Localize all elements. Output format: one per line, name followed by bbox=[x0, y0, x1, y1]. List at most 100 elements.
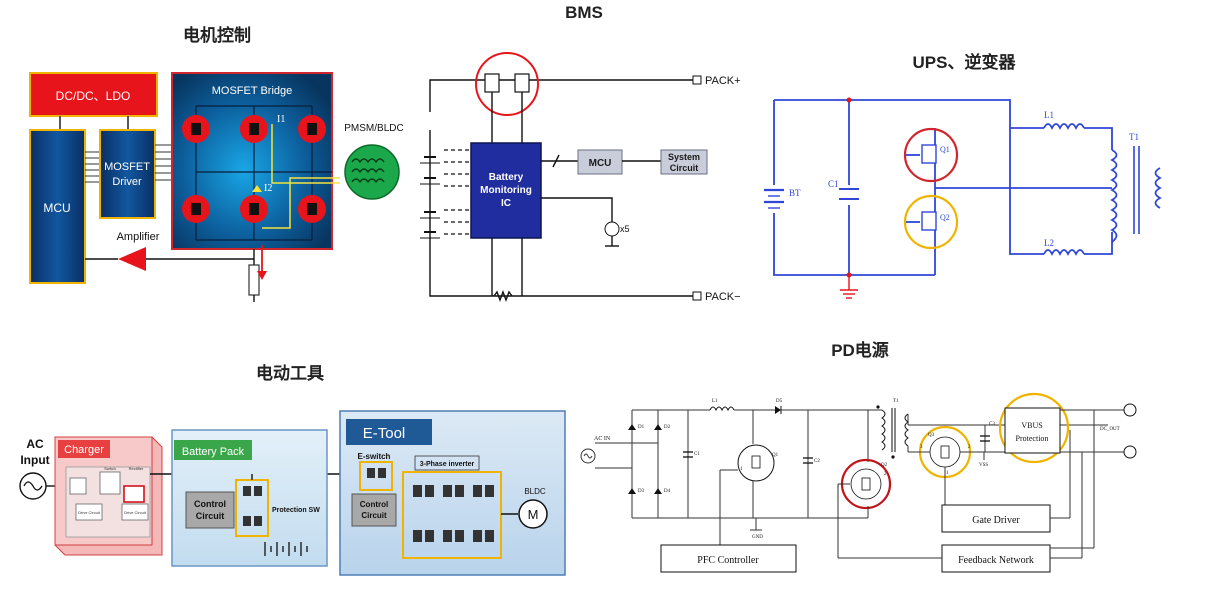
motor-icon bbox=[344, 144, 400, 200]
battery-cells bbox=[420, 149, 471, 239]
mcu-block bbox=[29, 129, 86, 284]
pd-q2-pin2-label: 2 bbox=[884, 472, 887, 477]
ups-c1-label: C1 bbox=[828, 179, 839, 189]
bms-mosfet-highlight bbox=[475, 52, 539, 116]
ac-input-label-2: Input bbox=[20, 453, 49, 467]
pd-q2-label: Q2 bbox=[881, 463, 888, 468]
pack-control-label-1: Control bbox=[194, 499, 226, 509]
dcdc-ldo-block bbox=[29, 72, 158, 117]
ic-label-2: Monitoring bbox=[480, 185, 532, 196]
amplifier-icon bbox=[118, 247, 146, 271]
pd-c1-label: C1 bbox=[694, 452, 700, 457]
bms-bottom-rail bbox=[429, 130, 693, 297]
charger-tab bbox=[58, 440, 110, 458]
inverter-highlight bbox=[402, 471, 502, 559]
pd-d4-label: D4 bbox=[664, 489, 671, 494]
ic-label-3: IC bbox=[501, 198, 511, 209]
protection-sw-label: Protection SW bbox=[272, 507, 320, 514]
pack-control-label-2: Circuit bbox=[196, 511, 225, 521]
bms-mcu-block bbox=[577, 149, 623, 175]
dcdc-ldo-label: DC/DC、LDO bbox=[56, 89, 131, 103]
ups-q1-highlight bbox=[903, 127, 959, 183]
pd-d5-label: D5 bbox=[776, 399, 783, 404]
system-label-1: System bbox=[668, 152, 700, 162]
ups-battery-label: BT bbox=[789, 188, 801, 198]
motor-label: PMSM/BLDC bbox=[344, 123, 403, 134]
bridge-mosfets bbox=[182, 115, 326, 223]
drive-circuit-label-a: Drive Circuit bbox=[78, 510, 101, 515]
system-label-2: Circuit bbox=[670, 163, 699, 173]
battery-monitoring-ic bbox=[470, 142, 542, 239]
eswitch-label: E-switch bbox=[358, 452, 391, 461]
motor-control-panel: 电机控制 DC/DC、LDO MCU MOSFET Driver bbox=[29, 25, 404, 302]
ups-panel: UPS、逆变器 BT C1 Q1 Q2 bbox=[760, 52, 1162, 299]
system-circuit-block bbox=[660, 149, 708, 175]
pd-q3-pin3-label: 3 bbox=[920, 445, 923, 450]
gate-driver-block bbox=[941, 504, 1051, 533]
charger-switch-label: Switch bbox=[104, 466, 116, 471]
vbus-label-1: VBUS bbox=[1021, 421, 1042, 430]
eswitch-highlight bbox=[359, 461, 393, 491]
charger-rectifier-label: Rectifier bbox=[129, 466, 144, 471]
pack-control-circuit bbox=[185, 491, 235, 529]
pd-t1-label: T1 bbox=[893, 399, 899, 404]
pd-c2-label: C2 bbox=[814, 459, 820, 464]
drive-circuit-label-b: Drive Circuit bbox=[124, 510, 147, 515]
current-i2-label: I2 bbox=[264, 183, 272, 194]
ups-l1-label: L1 bbox=[1044, 110, 1054, 120]
charger-switch-highlight bbox=[123, 485, 145, 503]
pd-q3-label: Q3 bbox=[928, 433, 935, 438]
pd-q1-mosfet bbox=[737, 444, 775, 482]
driver-bridge-bus bbox=[155, 144, 172, 181]
ups-l2-label: L2 bbox=[1044, 238, 1054, 248]
bms-title: BMS bbox=[565, 3, 603, 22]
gate-driver-label: Gate Driver bbox=[972, 515, 1020, 526]
ups-l1-inductor bbox=[1043, 123, 1085, 131]
ups-title: UPS、逆变器 bbox=[913, 52, 1017, 72]
feedback-network-label: Feedback Network bbox=[958, 555, 1034, 566]
pd-l1-inductor bbox=[709, 406, 735, 412]
mosfet-driver-label-2: Driver bbox=[112, 176, 142, 188]
bms-top-rail bbox=[429, 79, 693, 112]
mcu-label: MCU bbox=[43, 201, 70, 215]
pd-vss-label: VSS bbox=[979, 463, 988, 468]
ups-l2-inductor bbox=[1043, 249, 1085, 257]
pd-d3-label: D3 bbox=[638, 489, 645, 494]
current-down-arrow-icon bbox=[257, 271, 267, 280]
ups-transformer bbox=[1110, 149, 1118, 243]
pd-l1-label: L1 bbox=[712, 399, 718, 404]
thermistor-icon bbox=[604, 221, 620, 237]
shunt-resistor bbox=[248, 264, 260, 296]
etool-label: E-Tool bbox=[363, 425, 406, 442]
pfc-controller-block bbox=[660, 544, 797, 573]
mosfet-bridge-label: MOSFET Bridge bbox=[212, 85, 293, 97]
pd-ac-in-label: AC IN bbox=[594, 436, 611, 442]
vbus-protection-block bbox=[1004, 407, 1061, 454]
pd-q1-pin1-label: 1 bbox=[740, 467, 743, 472]
mosfet-driver-block bbox=[99, 129, 156, 219]
ups-q1-label: Q1 bbox=[940, 145, 950, 154]
pd-d1-label: D1 bbox=[638, 425, 645, 430]
inverter-mosfets bbox=[413, 485, 494, 542]
mosfet-driver-label-1: MOSFET bbox=[104, 161, 150, 173]
mcu-driver-bus bbox=[85, 151, 100, 183]
etool-tab bbox=[346, 419, 432, 445]
pack-plus-label: PACK+ bbox=[705, 75, 741, 87]
etool-panel: 电动工具 AC Input Charger Switch Rectifier D… bbox=[19, 363, 566, 576]
pack-cells bbox=[264, 542, 308, 556]
pd-title: PD电源 bbox=[831, 340, 889, 360]
pd-transformer bbox=[881, 409, 886, 451]
vbus-protection-highlight bbox=[998, 392, 1070, 464]
battery-pack-label: Battery Pack bbox=[182, 446, 245, 458]
bldc-motor-m-label: M bbox=[528, 507, 539, 522]
sense-resistor bbox=[493, 290, 513, 302]
motor-control-title: 电机控制 bbox=[183, 25, 251, 45]
dc-out-label: DC_OUT bbox=[1100, 427, 1120, 432]
pd-panel: PD电源 AC IN D1 D2 D3 D4 C1 L1 D5 bbox=[580, 340, 1137, 573]
pd-q1-label: Q1 bbox=[772, 453, 779, 458]
ups-q2-highlight bbox=[903, 194, 959, 250]
amplifier-label: Amplifier bbox=[117, 231, 160, 243]
ac-input-label-1: AC bbox=[26, 437, 44, 451]
current-arrow-icon bbox=[252, 185, 262, 192]
